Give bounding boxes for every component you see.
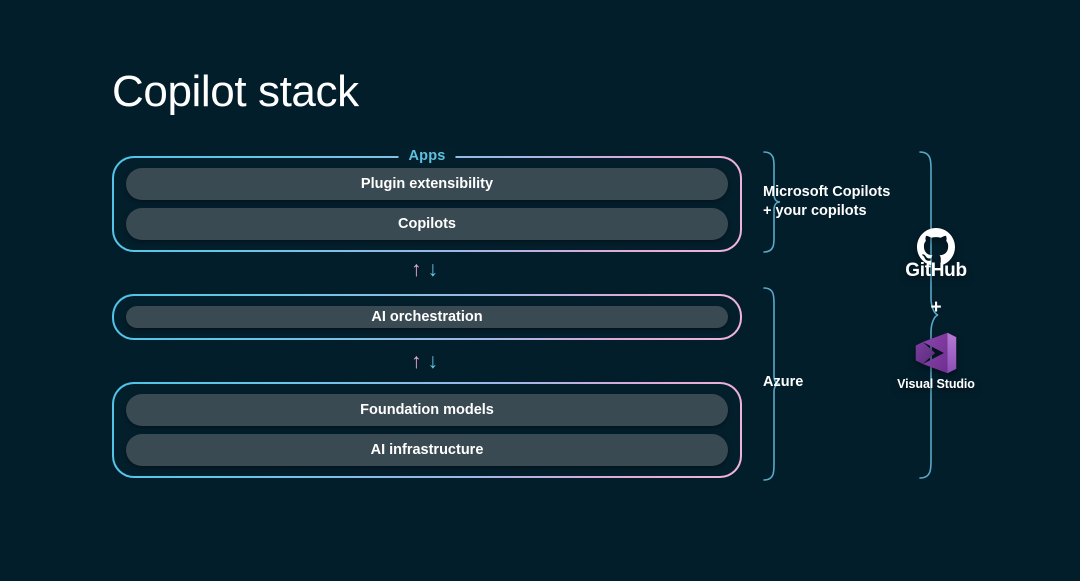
plus-separator: + [930, 297, 942, 318]
visual-studio-icon [915, 332, 957, 374]
github-wordmark: GitHub [905, 260, 967, 281]
pill-copilots[interactable]: Copilots [126, 208, 728, 240]
pill-ai-orchestration[interactable]: AI orchestration [126, 306, 728, 328]
connector-arrows-apps-orchestration: ↑ ↓ [411, 259, 438, 280]
github-logo-block[interactable]: GitHub [905, 228, 967, 282]
annotation-azure: Azure [763, 374, 804, 390]
arrow-up-icon: ↑ [411, 258, 422, 281]
pill-ai-infrastructure[interactable]: AI infrastructure [126, 434, 728, 466]
github-octocat-icon [917, 228, 955, 266]
page-title: Copilot stack [112, 67, 359, 116]
tools-column: GitHub + [872, 228, 1000, 391]
connector-arrows-orchestration-foundation: ↑ ↓ [411, 351, 438, 372]
annotation-copilots-line1: Microsoft Copilots [763, 184, 891, 200]
annotation-copilots-line2: + your copilots [763, 203, 867, 219]
layer-box-foundation[interactable]: Foundation models AI infrastructure [112, 382, 742, 478]
visual-studio-logo-block[interactable]: Visual Studio [897, 331, 975, 391]
pill-foundation-models[interactable]: Foundation models [126, 394, 728, 426]
layer-inner-apps: Plugin extensibility Copilots [114, 158, 740, 250]
arrow-down-icon: ↓ [427, 258, 439, 281]
layer-label-apps: Apps [398, 147, 456, 165]
pill-plugin-extensibility[interactable]: Plugin extensibility [126, 168, 728, 200]
layer-inner-orchestration: AI orchestration [114, 296, 740, 338]
arrow-down-icon: ↓ [427, 350, 439, 373]
layer-box-orchestration[interactable]: AI orchestration [112, 294, 742, 340]
annotation-microsoft-copilots: Microsoft Copilots + your copilots [763, 183, 890, 221]
visual-studio-wordmark: Visual Studio [897, 377, 975, 391]
layer-inner-foundation: Foundation models AI infrastructure [114, 384, 740, 476]
arrow-up-icon: ↑ [411, 350, 422, 373]
layer-box-apps[interactable]: Plugin extensibility Copilots Apps [112, 147, 742, 252]
